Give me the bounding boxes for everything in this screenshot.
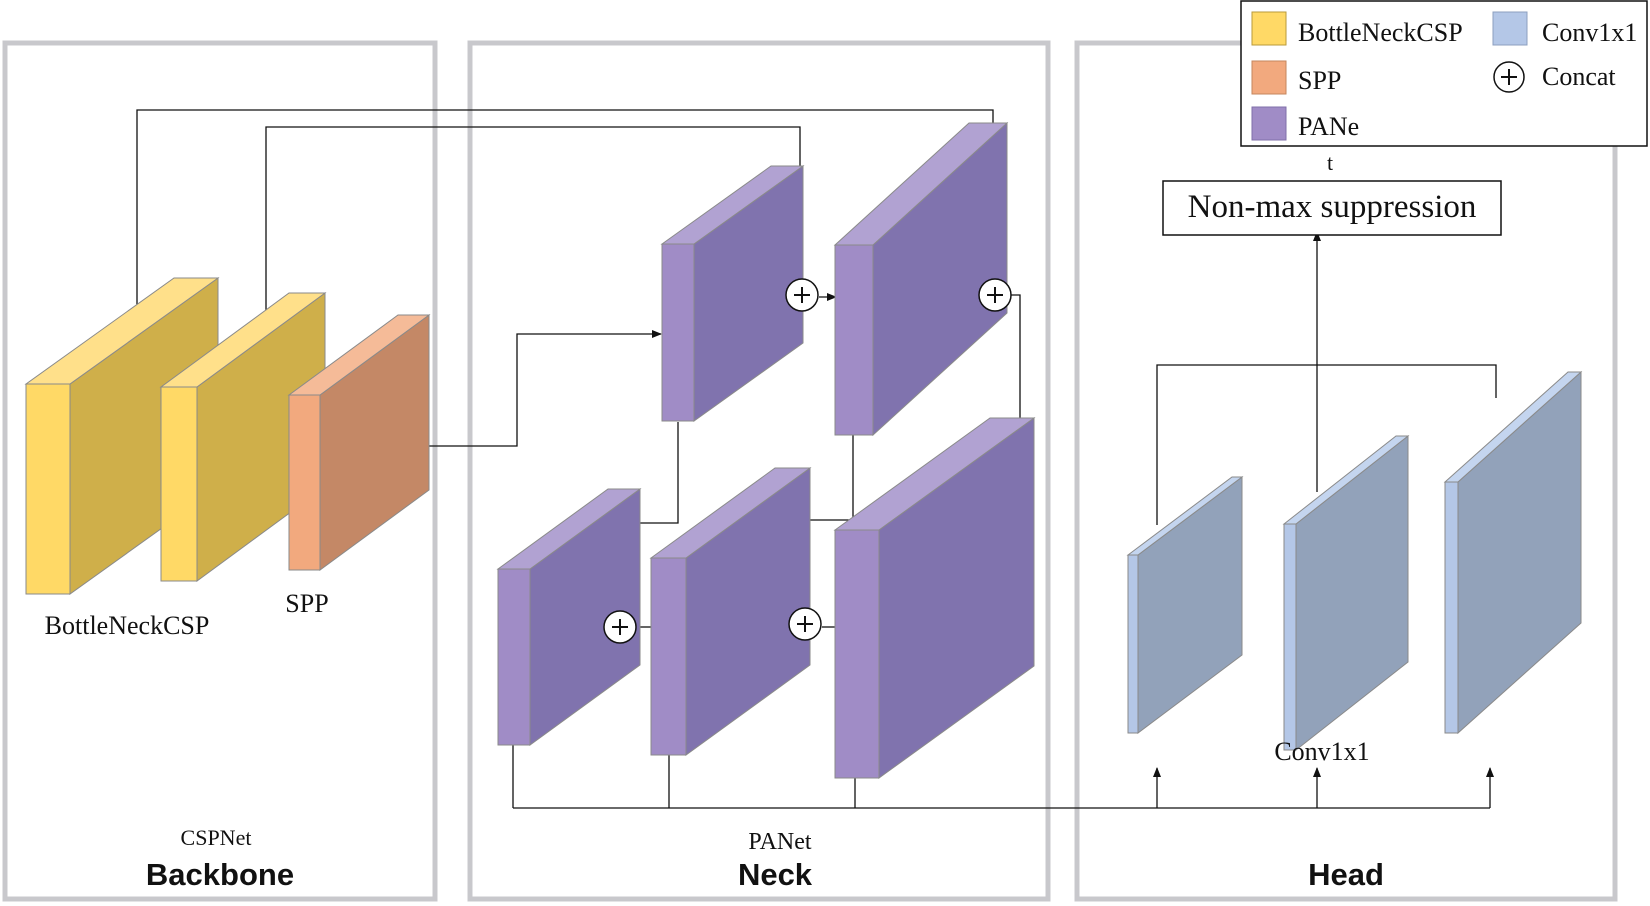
bottleneck-block-front	[25, 383, 71, 595]
neck-block	[833, 121, 1009, 437]
head-title: Head	[1308, 857, 1384, 892]
conv-block-side	[1295, 434, 1409, 752]
legend-label: PANe	[1298, 112, 1359, 141]
concat-node	[603, 610, 637, 644]
neck-block	[660, 165, 805, 422]
stray-t-label: t	[1327, 150, 1333, 175]
backbone-subtitle: CSPNet	[181, 825, 252, 850]
neck-block-front	[650, 557, 687, 756]
concat-node	[978, 278, 1012, 312]
nms-label: Non-max suppression	[1188, 189, 1477, 225]
neck-title: Neck	[738, 857, 813, 892]
concat-node	[785, 278, 819, 312]
neck-subtitle: PANet	[748, 829, 811, 855]
neck-block	[496, 488, 642, 746]
conv-block	[1282, 434, 1410, 752]
spp-label: SPP	[285, 589, 328, 618]
legend-label: BottleNeckCSP	[1298, 18, 1463, 47]
conv-1-up-line	[1156, 364, 1497, 525]
neck-block	[833, 417, 1036, 779]
spp-block	[287, 314, 431, 571]
backbone-title: Backbone	[146, 857, 294, 892]
legend-pan-swatch	[1251, 106, 1287, 141]
neck-block-front	[834, 529, 880, 779]
legend-label: SPP	[1298, 66, 1341, 95]
bottleneck-block-front	[160, 386, 198, 582]
concat-icon	[1493, 61, 1525, 93]
conv-block-front	[1127, 554, 1139, 734]
neck-block-front	[834, 244, 874, 436]
neck-panel	[467, 40, 1051, 902]
conv-label: Conv1x1	[1274, 737, 1369, 766]
bottleneck-label: BottleNeckCSP	[45, 611, 210, 640]
conv-block-front	[1283, 523, 1297, 751]
nms-box	[1162, 180, 1502, 236]
legend-box	[1240, 0, 1648, 147]
backbone-panel	[2, 40, 438, 902]
conv-block	[1126, 476, 1244, 734]
neck-block-front	[661, 243, 695, 422]
legend-conv-swatch	[1492, 11, 1528, 46]
neck-block-front	[497, 568, 531, 746]
concat-node	[788, 607, 822, 641]
legend: BottleNeckCSP Conv1x1 SPP Concat PANe	[1240, 0, 1648, 147]
neck-block	[649, 467, 812, 756]
conv-block-front	[1444, 481, 1459, 734]
spp-to-neck-line	[372, 330, 662, 447]
legend-spp-swatch	[1251, 60, 1287, 95]
legend-bottleneck-swatch	[1251, 11, 1287, 46]
spp-block-front	[288, 394, 321, 571]
conv-block	[1443, 370, 1583, 735]
legend-label: Conv1x1	[1542, 18, 1637, 47]
blocks	[24, 121, 1583, 779]
legend-label: Concat	[1542, 62, 1616, 91]
